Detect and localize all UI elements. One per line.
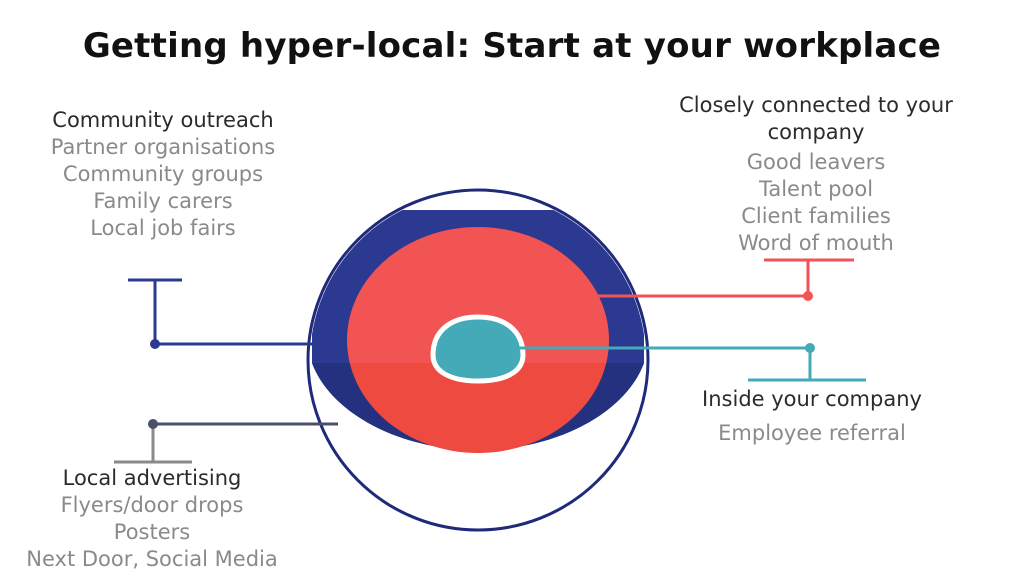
list-item: Word of mouth (738, 231, 894, 255)
group-heading: Inside your company (702, 387, 922, 411)
group-heading: Local advertising (62, 466, 242, 490)
list-item: Flyers/door drops (60, 493, 244, 517)
group-inside-company: Inside your company Employee referral (662, 386, 962, 447)
list-item: Family carers (93, 189, 233, 213)
list-item: Employee referral (718, 421, 906, 445)
page-title: Getting hyper-local: Start at your workp… (82, 26, 942, 66)
group-heading: Closely connected to your company (679, 93, 953, 144)
connector-closely-connected (594, 258, 854, 301)
list-item: Local job fairs (90, 216, 236, 240)
connector-community-outreach (128, 278, 338, 349)
list-item: Good leavers (746, 150, 886, 174)
connector-inside-company (518, 343, 866, 382)
list-item: Next Door, Social Media (26, 547, 278, 571)
connector-local-advertising (114, 419, 338, 464)
list-item: Community groups (62, 162, 264, 186)
group-local-advertising: Local advertising Flyers/door drops Post… (10, 465, 294, 573)
list-item: Talent pool (758, 177, 874, 201)
list-item: Partner organisations (50, 135, 276, 159)
group-community-outreach: Community outreach Partner organisations… (18, 107, 308, 242)
teal-core (430, 314, 526, 384)
group-heading: Community outreach (52, 108, 274, 132)
list-item: Client families (741, 204, 891, 228)
group-closely-connected: Closely connected to your company Good l… (660, 92, 972, 257)
list-item: Posters (113, 520, 191, 544)
